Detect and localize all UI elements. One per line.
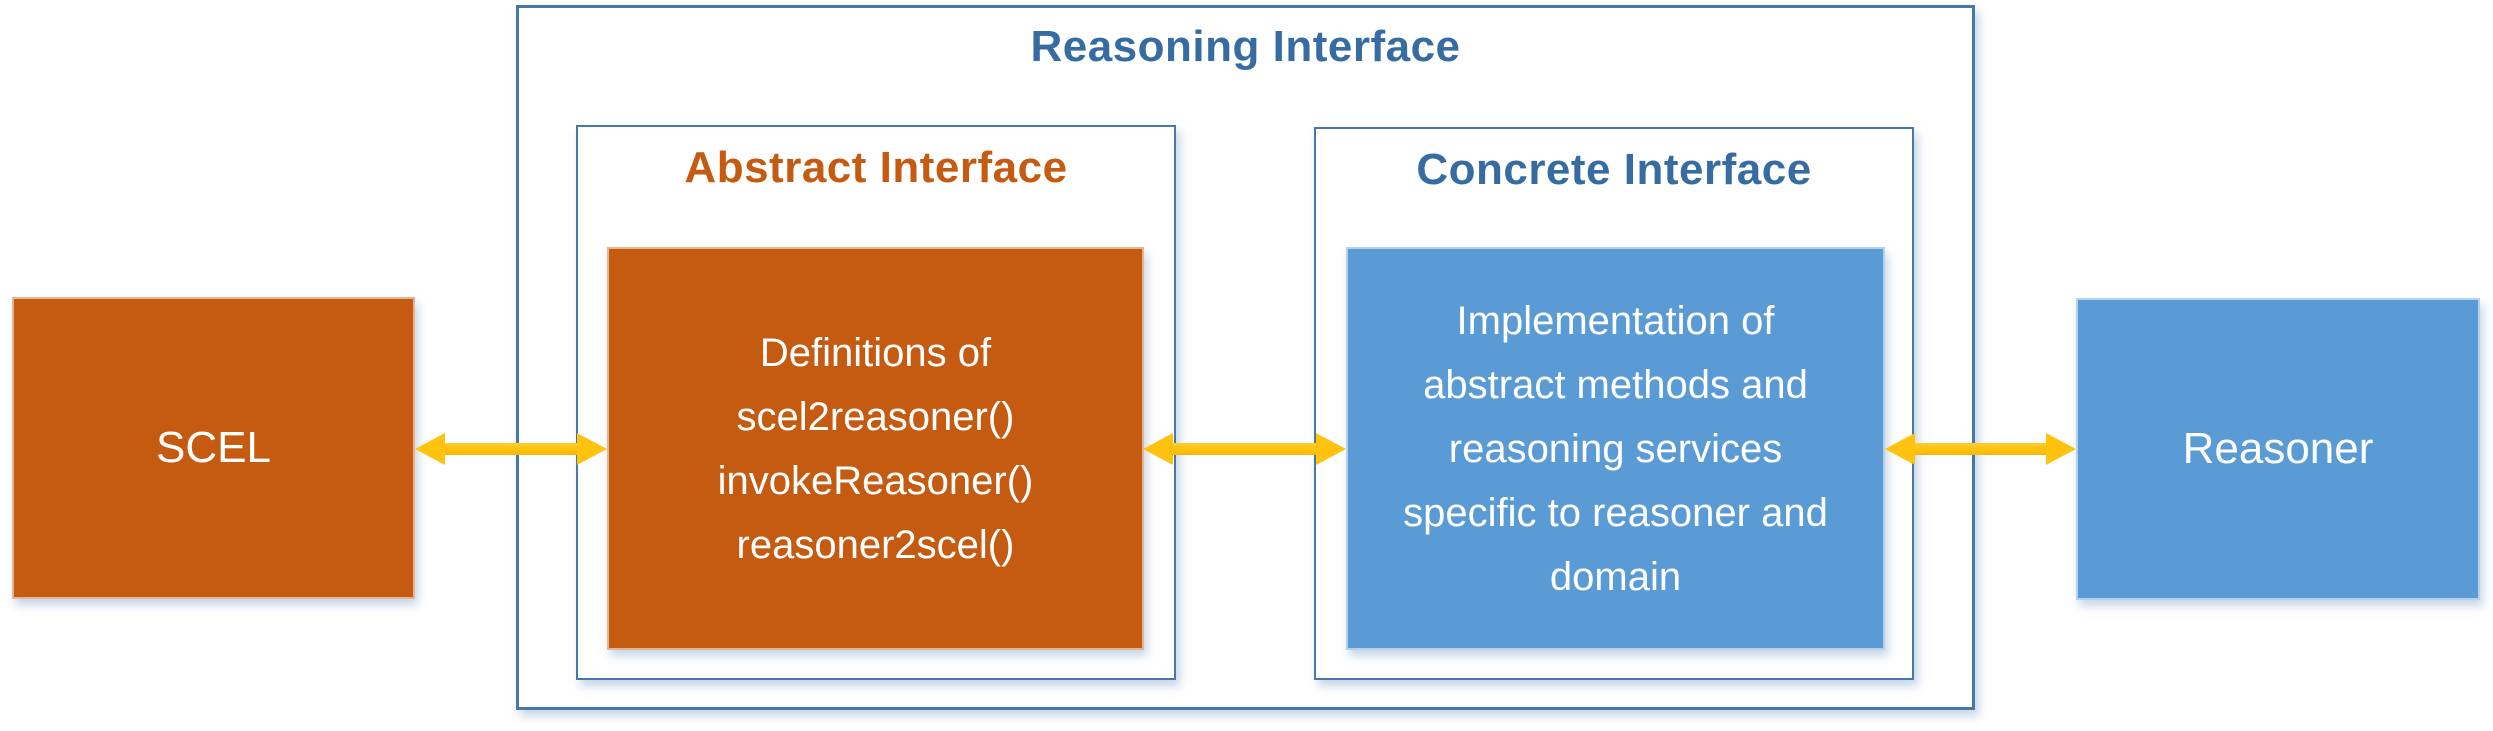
arrowhead-left-icon: [1885, 433, 1915, 465]
arrow-concrete-reasoner: [1885, 433, 2076, 465]
arrow-abstract-concrete: [1143, 433, 1346, 465]
arrow-shaft: [445, 443, 577, 455]
arrowhead-left-icon: [415, 433, 445, 465]
arrowhead-right-icon: [1316, 433, 1346, 465]
arrow-shaft: [1173, 443, 1316, 455]
arrow-shaft: [1915, 443, 2046, 455]
arrow-scel-abstract: [415, 433, 607, 465]
arrowhead-left-icon: [1143, 433, 1173, 465]
definitions-line: reasoner2scel(): [736, 522, 1015, 567]
implementation-line: domain: [1549, 554, 1682, 599]
arrowhead-right-icon: [577, 433, 607, 465]
abstract-interface-title: Abstract Interface: [684, 143, 1068, 192]
concrete-interface-title: Concrete Interface: [1416, 145, 1812, 194]
implementation-line: abstract methods and: [1423, 362, 1808, 407]
implementation-line: Implementation of: [1456, 298, 1775, 343]
definitions-line: invokeReasoner(): [717, 458, 1034, 503]
reasoner-node: Reasoner: [2076, 298, 2480, 600]
scel-label: SCEL: [156, 422, 271, 472]
implementation-line: reasoning services: [1448, 426, 1783, 471]
arrowhead-right-icon: [2046, 433, 2076, 465]
implementation-line: specific to reasoner and: [1403, 490, 1828, 535]
abstract-definitions-node: Definitions of scel2reasoner() invokeRea…: [607, 247, 1144, 650]
concrete-implementation-node: Implementation of abstract methods and r…: [1346, 247, 1885, 650]
definitions-line: scel2reasoner(): [736, 394, 1015, 439]
reasoning-interface-title: Reasoning Interface: [1030, 22, 1461, 71]
scel-node: SCEL: [12, 297, 415, 599]
definitions-line: Definitions of: [759, 330, 992, 375]
reasoner-label: Reasoner: [2182, 423, 2374, 473]
